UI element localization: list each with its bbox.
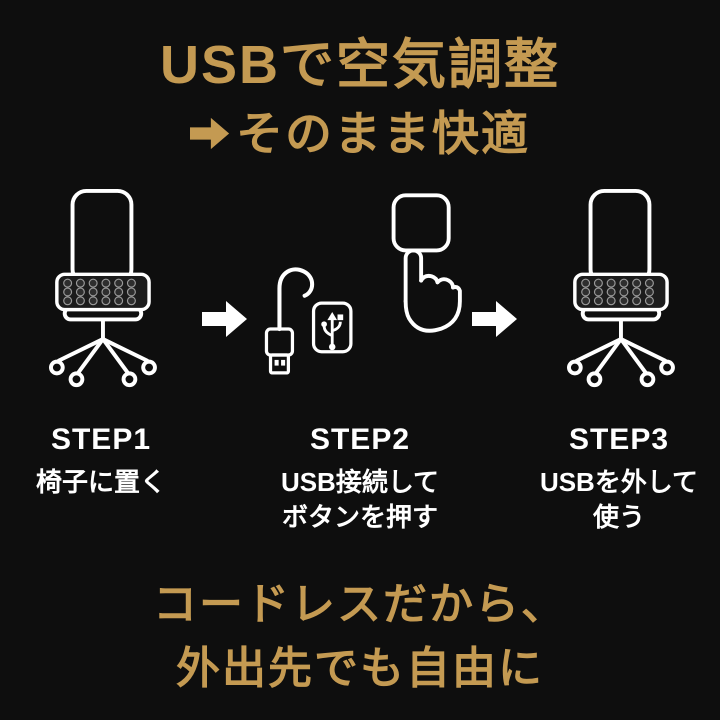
- step-2-icon-area: [242, 187, 478, 399]
- steps-row: STEP1 椅子に置く: [0, 187, 720, 535]
- footer-line-2: 外出先でも自由に: [176, 644, 544, 694]
- arrow-1: [199, 299, 251, 344]
- right-arrow-icon: [189, 116, 230, 151]
- step-3-desc-line-1: USBを外して: [539, 467, 699, 498]
- step-3-description: USBを外して 使う: [540, 465, 698, 535]
- right-arrow-icon: [202, 299, 248, 344]
- step-2-description: USB接続して ボタンを押す: [281, 465, 439, 535]
- footer-line-1: コードレスだから、: [153, 580, 567, 630]
- step-2: STEP2 USB接続して ボタンを押す: [251, 187, 469, 535]
- arrow-2: [469, 299, 521, 344]
- usb-cable-plug-and-receiver-icon: [242, 256, 364, 399]
- step-1-description: 椅子に置く: [36, 465, 166, 500]
- step-2-desc-line-1: USB接続して: [280, 467, 440, 498]
- finger-press-button-icon: [366, 191, 478, 351]
- title-line-1: USBで空気調整: [159, 35, 560, 95]
- step-2-label: STEP2: [309, 423, 411, 457]
- step-3-desc-line-2: 使う: [592, 502, 645, 533]
- step-1-icon-area: [27, 187, 175, 399]
- step-3-icon-area: [545, 187, 693, 399]
- office-chair-with-cushion-icon: [27, 186, 175, 399]
- office-chair-with-cushion-icon: [545, 186, 693, 399]
- step-3-label: STEP3: [568, 423, 670, 457]
- step-1-desc-line-1: 椅子に置く: [35, 467, 166, 498]
- title-line-2-text: そのまま快適: [235, 106, 530, 160]
- title-line-2: そのまま快適: [160, 106, 560, 161]
- right-arrow-icon: [472, 299, 518, 344]
- step-1: STEP1 椅子に置く: [3, 187, 199, 500]
- step-2-desc-line-2: ボタンを押す: [281, 502, 438, 533]
- step-1-label: STEP1: [50, 423, 152, 457]
- footer-tagline: コードレスだから、 外出先でも自由に: [153, 573, 567, 701]
- step-3: STEP3 USBを外して 使う: [521, 187, 717, 535]
- page-title: USBで空気調整 そのまま快適: [160, 34, 560, 161]
